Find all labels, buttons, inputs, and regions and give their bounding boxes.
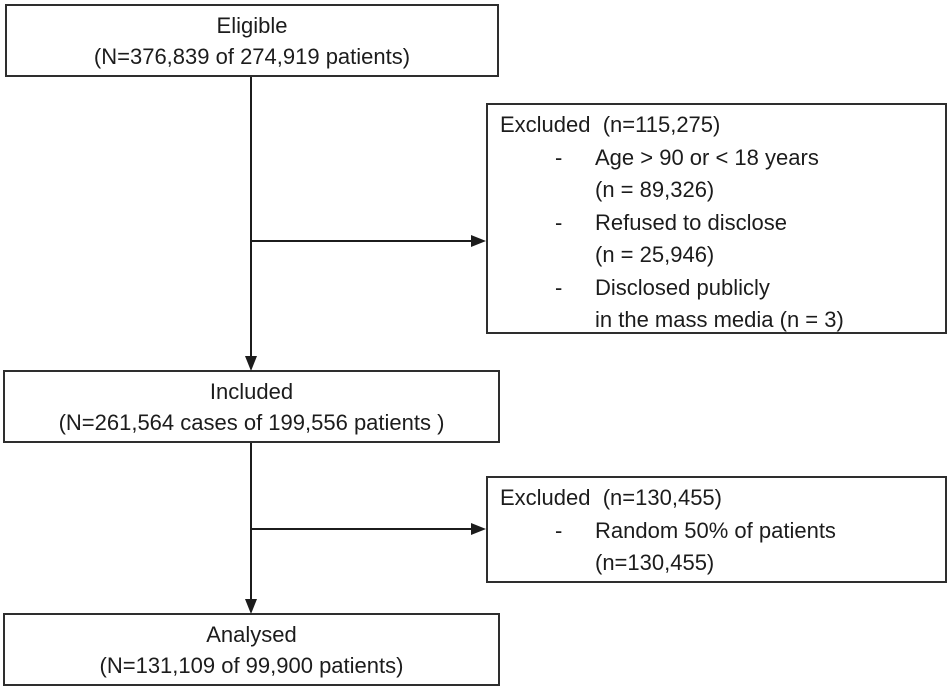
analysed-box: Analysed (N=131,109 of 99,900 patients) xyxy=(3,613,500,686)
excluded-bottom-item-1-line-2: (n=130,455) xyxy=(595,550,715,575)
excluded-top-item-3-line-2: in the mass media (n = 3) xyxy=(595,307,844,332)
excluded-top-item-2-line-1: Refused to disclose xyxy=(595,209,787,235)
excluded-top-item: - Refused to disclose (n = 25,946) xyxy=(555,207,935,272)
arrowhead-right-excluded-bottom xyxy=(471,523,486,535)
analysed-count: (N=131,109 of 99,900 patients) xyxy=(99,653,404,678)
excluded-top-item: - Age > 90 or < 18 years (n = 89,326) xyxy=(555,142,935,207)
arrowhead-down-included xyxy=(245,356,257,371)
excluded-top-header: Excluded (n=115,275) xyxy=(500,112,721,137)
bullet-dash: - xyxy=(555,144,563,170)
eligible-title: Eligible xyxy=(216,13,288,38)
arrowhead-down-analysed xyxy=(245,599,257,614)
excluded-bottom-header: Excluded (n=130,455) xyxy=(500,485,722,510)
included-title: Included xyxy=(209,379,294,404)
excluded-top-box: Excluded (n=115,275) - Age > 90 or < 18 … xyxy=(486,103,947,334)
arrowhead-right-excluded-top xyxy=(471,235,486,247)
excluded-top-item-1-line-1: Age > 90 or < 18 years xyxy=(595,144,819,170)
excluded-top-item-2-line-2: (n = 25,946) xyxy=(595,242,715,267)
excluded-bottom-item: - Random 50% of patients (n=130,455) xyxy=(555,515,935,580)
analysed-title: Analysed xyxy=(206,622,297,647)
eligible-box: Eligible (N=376,839 of 274,919 patients) xyxy=(5,4,499,77)
excluded-bottom-item-1-line-1: Random 50% of patients xyxy=(595,517,836,543)
included-box: Included (N=261,564 cases of 199,556 pat… xyxy=(3,370,500,443)
excluded-top-item-3-line-1: Disclosed publicly xyxy=(595,274,770,300)
excluded-top-item: - Disclosed publicly in the mass media (… xyxy=(555,272,935,337)
bullet-dash: - xyxy=(555,274,563,300)
excluded-top-item-1-line-2: (n = 89,326) xyxy=(595,177,715,202)
eligible-count: (N=376,839 of 274,919 patients) xyxy=(93,44,411,69)
excluded-bottom-box: Excluded (n=130,455) - Random 50% of pat… xyxy=(486,476,947,583)
bullet-dash: - xyxy=(555,209,563,235)
bullet-dash: - xyxy=(555,517,563,543)
included-count: (N=261,564 cases of 199,556 patients ) xyxy=(58,410,445,435)
